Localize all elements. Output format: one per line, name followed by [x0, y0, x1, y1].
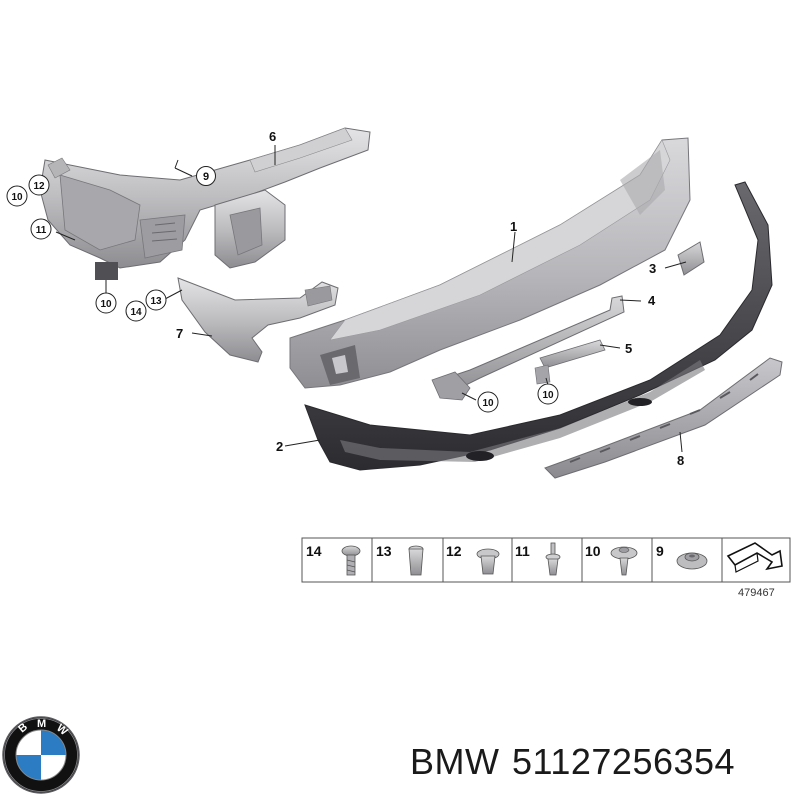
- callout-6: 6: [269, 129, 276, 144]
- fastener-legend: 14 13 12 11: [301, 537, 791, 599]
- legend-cell-11: 11: [515, 542, 561, 576]
- svg-text:10: 10: [482, 398, 494, 409]
- legend-cell-symbol: [726, 542, 783, 573]
- expanding-nut-icon: [408, 545, 424, 576]
- bumper-bracket-rail: [431, 295, 625, 401]
- reference-arrow-icon: [726, 542, 783, 573]
- push-rivet-icon: [545, 542, 561, 576]
- callout-12: 12: [28, 174, 50, 196]
- part-caption: BMW 51127256354: [410, 741, 735, 782]
- callout-10-left: 10: [6, 185, 28, 207]
- callout-2: 2: [276, 439, 283, 454]
- side-trim-bracket: [177, 277, 339, 363]
- lower-bumper-trim: [304, 181, 773, 471]
- svg-text:14: 14: [130, 307, 142, 318]
- svg-text:12: 12: [446, 543, 462, 559]
- svg-text:9: 9: [656, 543, 664, 559]
- svg-text:13: 13: [376, 543, 392, 559]
- clip-nut-icon: [476, 548, 500, 575]
- legend-cell-10: 10: [585, 543, 638, 576]
- svg-text:12: 12: [33, 181, 45, 192]
- svg-text:10: 10: [11, 192, 23, 203]
- svg-text:11: 11: [515, 543, 530, 559]
- bmw-logo: B M W: [2, 716, 80, 794]
- callout-8: 8: [677, 453, 684, 468]
- svg-text:14: 14: [306, 543, 322, 559]
- legend-cell-12: 12: [446, 543, 500, 575]
- callouts: 1 2 3 4 5 6 7 8 9 10 12 11 10 13: [6, 129, 684, 468]
- flange-screw-icon: [610, 546, 638, 576]
- callout-5: 5: [625, 341, 632, 356]
- diagram-number: 479467: [738, 587, 775, 599]
- callout-10-bracket: 10: [95, 292, 117, 314]
- callout-1: 1: [510, 219, 517, 234]
- screw-icon: [341, 545, 361, 576]
- callout-10-rail: 10: [477, 391, 499, 413]
- svg-text:13: 13: [150, 296, 162, 307]
- diffuser-trim-strip: [544, 357, 783, 479]
- svg-text:10: 10: [585, 543, 601, 559]
- part-number: 51127256354: [512, 741, 735, 782]
- tow-hook-cover: [677, 241, 705, 276]
- bumper-cover: [289, 137, 691, 389]
- callout-14: 14: [125, 300, 147, 322]
- legend-cell-14: 14: [306, 543, 361, 576]
- carrier-bracket: [39, 127, 371, 280]
- callout-10-holder: 10: [537, 383, 559, 405]
- svg-text:10: 10: [542, 390, 554, 401]
- svg-text:11: 11: [36, 225, 47, 236]
- brand-name: BMW: [410, 741, 499, 782]
- washer-nut-icon: [676, 552, 708, 570]
- svg-text:9: 9: [203, 171, 209, 183]
- callout-3: 3: [649, 261, 656, 276]
- callout-7: 7: [176, 326, 183, 341]
- callout-9: 9: [196, 166, 216, 186]
- legend-cell-13: 13: [376, 543, 424, 576]
- callout-13: 13: [145, 289, 167, 311]
- callout-11: 11: [30, 218, 52, 240]
- svg-text:10: 10: [100, 299, 112, 310]
- legend-cell-9: 9: [656, 543, 708, 570]
- logo-letter-m: M: [37, 718, 46, 730]
- callout-4: 4: [648, 293, 656, 308]
